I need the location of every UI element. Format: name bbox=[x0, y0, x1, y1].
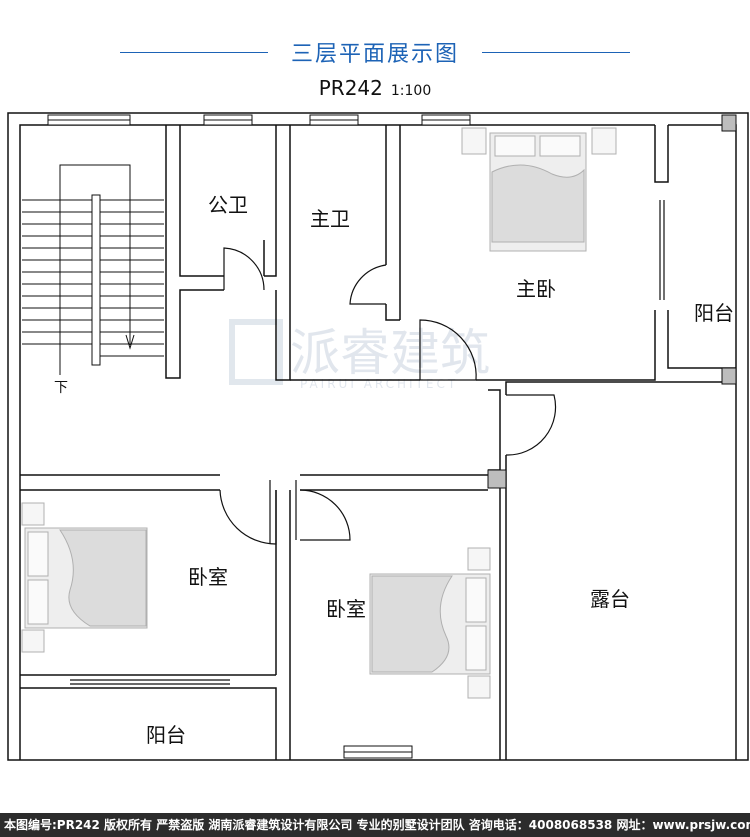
mid-bed bbox=[369, 547, 491, 699]
column-mid-right bbox=[721, 367, 737, 385]
stairs bbox=[22, 164, 164, 375]
door-public-bath bbox=[223, 247, 265, 291]
label-terrace: 露台 bbox=[590, 587, 630, 611]
interior-walls bbox=[20, 125, 736, 760]
outer-wall-outer bbox=[7, 112, 749, 761]
title-left-line bbox=[120, 52, 268, 53]
label-master-bedroom: 主卧 bbox=[516, 277, 556, 301]
stair-arrow-path bbox=[59, 164, 131, 375]
stair-handrail bbox=[91, 194, 101, 366]
label-balcony-bottom: 阳台 bbox=[146, 723, 186, 747]
label-master-bath: 主卫 bbox=[310, 207, 350, 231]
header: 三层平面展示图 PR242 1:100 bbox=[0, 0, 750, 110]
doors bbox=[70, 200, 665, 685]
columns bbox=[487, 114, 737, 489]
furniture bbox=[21, 127, 617, 699]
door-master-bath bbox=[349, 264, 387, 305]
column-top-right bbox=[721, 114, 737, 132]
stair-arrow-head bbox=[125, 334, 135, 350]
plan-code: PR242 bbox=[318, 76, 383, 100]
column-corridor bbox=[487, 469, 507, 489]
label-bedroom-mid: 卧室 bbox=[326, 597, 366, 621]
watermark-sub: PAIRUI ARCHITECT bbox=[300, 377, 458, 391]
plan-scale: 1:100 bbox=[390, 83, 432, 99]
title-right-line bbox=[482, 52, 630, 53]
footer-text: 本图编号:PR242 版权所有 严禁盗版 湖南派睿建筑设计有限公司 专业的别墅设… bbox=[4, 818, 750, 832]
door-terrace bbox=[505, 394, 557, 456]
plan-code-line: PR242 1:100 bbox=[0, 76, 750, 100]
door-master-bedroom bbox=[419, 319, 477, 381]
door-bedroom-left bbox=[219, 489, 277, 545]
outer-wall-inner-right bbox=[668, 124, 737, 760]
left-bed bbox=[21, 502, 148, 653]
top-windows bbox=[47, 114, 471, 759]
label-public-bath: 公卫 bbox=[208, 193, 248, 217]
master-bed bbox=[461, 127, 617, 252]
floor-plan: 派睿建筑 PAIRUI ARCHITECT bbox=[7, 112, 749, 761]
label-balcony-right: 阳台 bbox=[694, 301, 734, 325]
label-stair-down: 下 bbox=[54, 380, 68, 396]
footer-bar: 本图编号:PR242 版权所有 严禁盗版 湖南派睿建筑设计有限公司 专业的别墅设… bbox=[0, 813, 750, 837]
room-labels: 公卫 主卫 主卧 阳台 卧室 卧室 露台 阳台 下 bbox=[54, 193, 734, 747]
page-title: 三层平面展示图 bbox=[290, 42, 459, 67]
label-bedroom-left: 卧室 bbox=[188, 565, 228, 589]
watermark-logo bbox=[229, 319, 283, 385]
watermark-brand: 派睿建筑 bbox=[290, 324, 490, 382]
door-bedroom-mid bbox=[299, 489, 351, 541]
